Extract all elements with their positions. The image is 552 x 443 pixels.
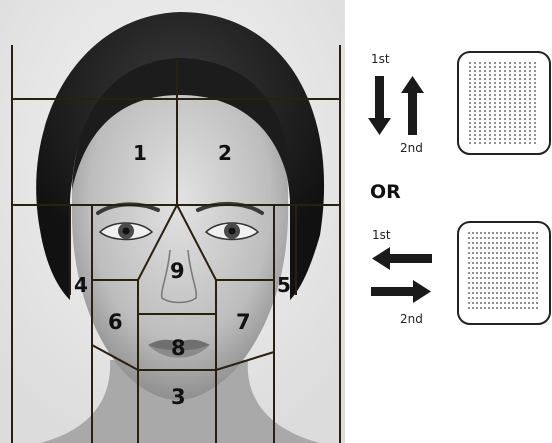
zone-number-2: 2 [218, 141, 232, 165]
zone-line-nose-right [176, 204, 217, 281]
vertical-pattern-pad [457, 51, 551, 155]
arrow-right-icon [371, 280, 431, 303]
zone-number-8: 8 [171, 336, 186, 360]
zone-line-nose-left [137, 204, 178, 281]
zone-number-1: 1 [133, 141, 147, 165]
arrow-up-icon [401, 76, 424, 135]
arrow-left-icon [372, 247, 432, 270]
nose [160, 249, 198, 304]
zone-number-6: 6 [108, 310, 123, 334]
vertical-line-pattern [469, 62, 536, 144]
zone-number-7: 7 [236, 310, 251, 334]
zone-line-jaw-right [215, 351, 275, 371]
zone-number-3: 3 [171, 385, 186, 409]
horizontal-first-label: 1st [372, 228, 391, 242]
horizontal-second-label: 2nd [400, 312, 423, 326]
portrait [0, 0, 345, 443]
hair-fringe [72, 58, 291, 190]
horizontal-method: 1st 2nd [371, 221, 551, 326]
vertical-first-label: 1st [371, 52, 390, 66]
right-eye [204, 222, 260, 241]
zone-numbers: 1 2 3 4 5 6 7 8 9 [74, 141, 291, 409]
zone-number-9: 9 [170, 259, 185, 283]
mouth [148, 339, 210, 358]
zone-grid [11, 45, 341, 443]
left-eye [98, 222, 154, 241]
face [71, 70, 289, 400]
horizontal-line-pattern [468, 232, 540, 309]
zone-number-4: 4 [74, 273, 88, 297]
neck [40, 360, 320, 443]
zone-line-jaw-left [91, 344, 139, 371]
arrow-down-icon [368, 76, 391, 135]
vertical-method: 1st 2nd [368, 51, 551, 155]
or-separator: OR [370, 181, 401, 203]
zone-number-5: 5 [277, 273, 291, 297]
vertical-second-label: 2nd [400, 141, 423, 155]
